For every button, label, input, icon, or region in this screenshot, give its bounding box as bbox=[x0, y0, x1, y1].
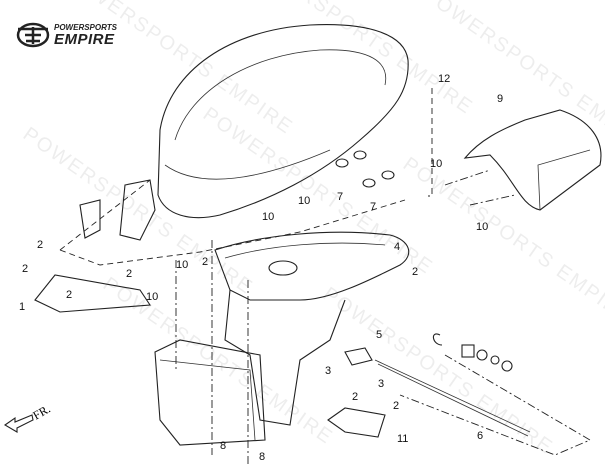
callout-2: 2 bbox=[66, 289, 73, 301]
leader-12 bbox=[428, 88, 433, 197]
callout-2: 2 bbox=[352, 391, 359, 403]
callout-3: 3 bbox=[378, 378, 385, 390]
callout-12: 12 bbox=[438, 73, 451, 85]
callout-2: 2 bbox=[412, 266, 419, 278]
callout-2: 2 bbox=[22, 263, 29, 275]
callout-2: 2 bbox=[202, 256, 209, 268]
brand-line1: POWERSPORTS bbox=[54, 22, 117, 32]
clip bbox=[432, 333, 443, 346]
cover-plate bbox=[327, 407, 386, 438]
callout-11: 11 bbox=[397, 433, 409, 445]
empire-emblem-icon bbox=[16, 22, 50, 48]
brand-logo: POWERSPORTS EMPIRE bbox=[16, 22, 117, 48]
main-seat bbox=[157, 24, 409, 219]
callout-6: 6 bbox=[477, 430, 484, 442]
key-lock bbox=[461, 344, 475, 358]
rubber-dampers bbox=[335, 150, 395, 188]
callout-10: 10 bbox=[262, 211, 275, 223]
callout-3: 3 bbox=[325, 365, 332, 377]
centerlines bbox=[175, 240, 249, 465]
callout-10: 10 bbox=[476, 221, 489, 233]
brand-line2: EMPIRE bbox=[54, 30, 115, 48]
callout-9: 9 bbox=[497, 93, 504, 105]
helmet-box bbox=[154, 231, 410, 446]
hinge-bracket bbox=[119, 179, 156, 241]
callout-2: 2 bbox=[393, 400, 400, 412]
callout-10: 10 bbox=[146, 291, 159, 303]
rear-pad bbox=[463, 109, 602, 211]
callout-8: 8 bbox=[220, 440, 227, 452]
callout-1: 1 bbox=[19, 301, 26, 313]
seat-cable bbox=[374, 359, 531, 433]
callout-10: 10 bbox=[176, 259, 189, 271]
callout-10: 10 bbox=[430, 158, 443, 170]
callout-2: 2 bbox=[126, 268, 133, 280]
callout-7: 7 bbox=[370, 201, 377, 213]
callout-5: 5 bbox=[376, 329, 383, 341]
callout-10: 10 bbox=[298, 195, 311, 207]
callout-7: 7 bbox=[337, 191, 344, 203]
front-direction-arrow-icon bbox=[3, 414, 34, 433]
callout-8: 8 bbox=[259, 451, 266, 463]
outline-dash bbox=[59, 199, 406, 266]
callout-2: 2 bbox=[37, 239, 44, 251]
callout-4: 4 bbox=[394, 241, 401, 253]
front-bracket bbox=[34, 274, 151, 313]
latch bbox=[344, 347, 373, 366]
